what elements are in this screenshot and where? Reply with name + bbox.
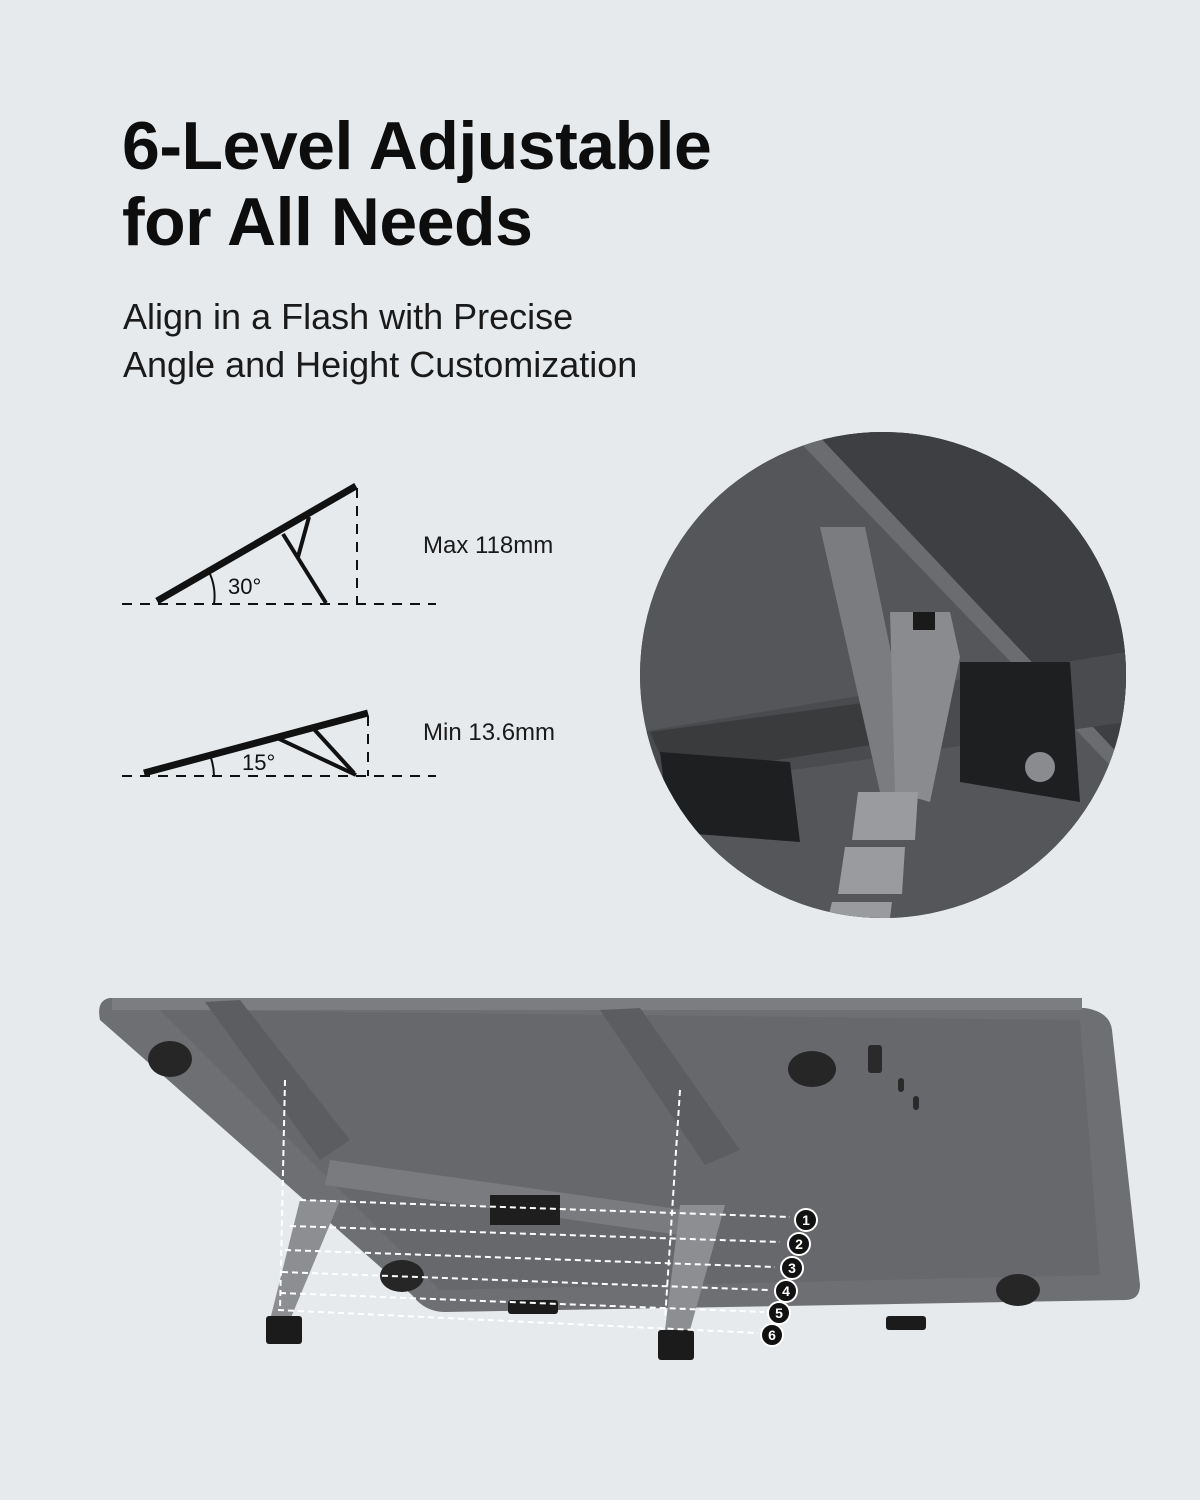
level-4-marker: 4	[774, 1279, 798, 1303]
min-angle-diagram: 15°	[122, 709, 436, 777]
subtitle-line-2: Angle and Height Customization	[123, 344, 638, 385]
title-line-1: 6-Level Adjustable	[122, 108, 712, 184]
level-3-marker: 3	[780, 1256, 804, 1280]
level-2-marker: 2	[787, 1232, 811, 1256]
angle-30-label: 30°	[228, 574, 261, 599]
min-height-label: Min 13.6mm	[423, 719, 556, 746]
angle-diagrams: 30° 15°	[122, 482, 436, 777]
max-angle-diagram: 30°	[122, 482, 436, 605]
level-5-marker: 5	[767, 1301, 791, 1325]
level-6-marker: 6	[760, 1323, 784, 1347]
max-height-label: Max 118mm	[423, 532, 554, 559]
hinge-closeup-image	[640, 432, 1126, 918]
height-level-lines	[277, 1079, 791, 1334]
angle-15-label: 15°	[242, 750, 275, 775]
screw-icon	[1025, 752, 1055, 782]
subtitle-line-1: Align in a Flash with Precise	[123, 296, 574, 337]
subtitle: Align in a Flash with Precise Angle and …	[123, 293, 637, 389]
title-line-2: for All Needs	[122, 184, 533, 260]
level-1-marker: 1	[794, 1208, 818, 1232]
page-title: 6-Level Adjustable for All Needs	[122, 108, 712, 260]
